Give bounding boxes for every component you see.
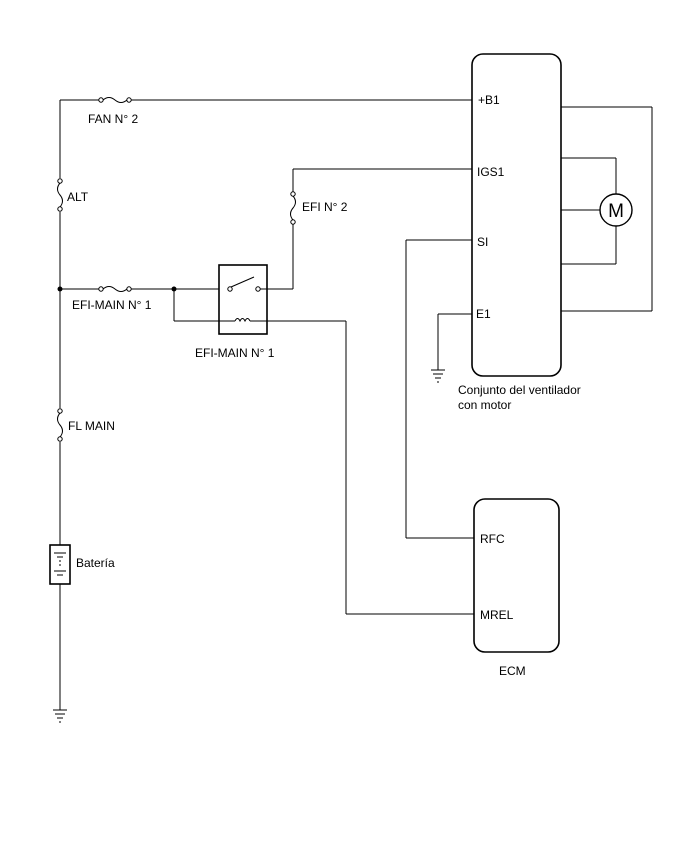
pin-si: SI — [477, 235, 488, 249]
si-rfc-wire — [405, 239, 474, 539]
motor-icon — [599, 193, 633, 227]
battery-symbol — [49, 544, 71, 585]
pin-b1: +B1 — [478, 93, 500, 107]
efi-main-relay-label: EFI-MAIN N° 1 — [195, 346, 275, 360]
fan-unit-name-line1: Conjunto del ventilador — [458, 383, 581, 397]
alt-fuse — [57, 178, 63, 212]
efi-main-fuse-label: EFI-MAIN N° 1 — [72, 298, 152, 312]
ground-symbol-left — [53, 709, 67, 723]
pin-mrel: MREL — [480, 608, 514, 622]
pin-igs1: IGS1 — [477, 165, 505, 179]
efi-main-relay — [173, 264, 346, 335]
fan-unit-box — [471, 53, 562, 377]
ecm-label: ECM — [499, 664, 526, 678]
efi2-fuse-label: EFI N° 2 — [302, 200, 348, 214]
motor-symbol-label: M — [608, 201, 624, 222]
efi2-fuse — [290, 168, 472, 289]
relay-mrel-wire — [345, 321, 474, 615]
fl-main-fuse — [57, 408, 63, 442]
pin-rfc: RFC — [480, 532, 505, 546]
motor-wiring — [561, 106, 653, 312]
fan-fuse — [60, 97, 472, 103]
battery-label: Batería — [76, 556, 115, 570]
fl-main-fuse-label: FL MAIN — [68, 419, 115, 433]
ecm-box — [473, 498, 560, 653]
alt-fuse-label: ALT — [67, 190, 89, 204]
fan-unit-name-line2: con motor — [458, 398, 511, 412]
efi-main-fuse — [60, 286, 228, 292]
fan-fuse-label: FAN N° 2 — [88, 112, 138, 126]
pin-e1: E1 — [476, 307, 491, 321]
main-bus — [57, 100, 63, 710]
ground-symbol-e1 — [431, 313, 472, 383]
